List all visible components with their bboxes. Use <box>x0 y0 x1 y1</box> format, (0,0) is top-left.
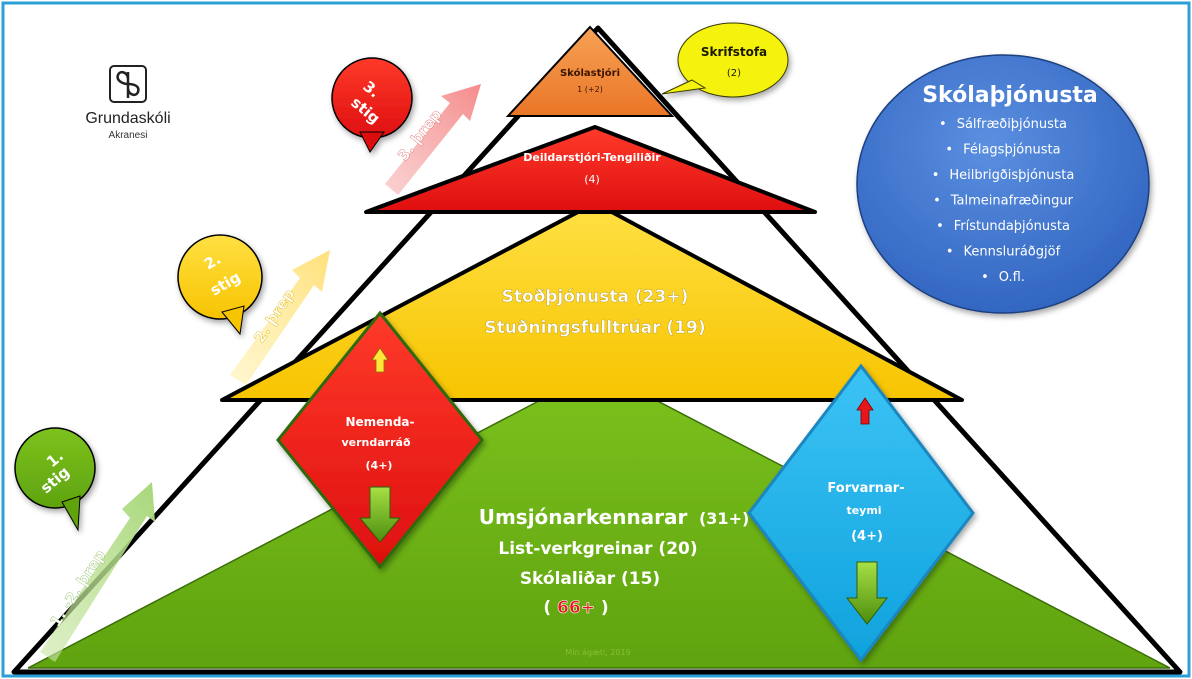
skolathjonusta-item: • Kennsluráðgjöf <box>946 245 1061 260</box>
base-total-close: ) <box>601 598 609 618</box>
logo-place: Akranesi <box>109 130 148 141</box>
base-line1: Umsjónarkennarar (31+) <box>479 505 750 529</box>
stage-2-bubble: 2. stig <box>177 234 263 336</box>
stage-1-bubble: 1. stig <box>14 427 96 532</box>
third-line1: Stoðþjónusta (23+) <box>502 287 689 307</box>
nemendaverndarrad-diamond <box>276 310 484 570</box>
base-total: ( 66+ ) <box>543 598 608 618</box>
up-arrow-icon-red <box>856 397 874 425</box>
forvarnar-line1: Forvarnar- <box>827 481 904 496</box>
base-line1-count: (31+) <box>699 509 749 528</box>
nemenda-count: (4+) <box>366 459 393 472</box>
skrifstofa-bubble <box>661 22 789 98</box>
forvarnarteymi-diamond <box>747 363 975 663</box>
skolathjonusta-item-label: Kennsluráðgjöf <box>964 245 1061 260</box>
second-count: (4) <box>584 173 600 186</box>
nemenda-line1: Nemenda- <box>345 415 414 429</box>
base-total-value: 66+ <box>557 598 595 618</box>
bullet-icon: • <box>932 168 940 183</box>
skolathjonusta-item-label: Félagsþjónusta <box>963 143 1061 158</box>
logo-name: Grundaskóli <box>85 110 170 127</box>
skolathjonusta-item-label: Talmeinafræðingur <box>950 194 1074 209</box>
tier-second-shape <box>364 125 817 214</box>
tier-top-shape <box>505 25 675 117</box>
tree-monogram-icon <box>109 65 147 103</box>
stage-3-bubble: 3. stig <box>331 57 413 153</box>
top-count: 1 (+2) <box>577 85 603 94</box>
base-line3: Skólaliðar (15) <box>520 569 660 589</box>
logo: Grundaskóli Akranesi <box>85 65 171 141</box>
skolathjonusta-item: • Talmeinafræðingur <box>933 194 1074 209</box>
bullet-icon: • <box>946 245 954 260</box>
skolathjonusta-title: Skólaþjónusta <box>922 83 1098 108</box>
skolathjonusta-item-label: Frístundaþjónusta <box>954 219 1070 234</box>
skolathjonusta-item: • Félagsþjónusta <box>945 143 1060 158</box>
base-line2: List-verkgreinar (20) <box>498 539 697 559</box>
top-title: Skólastjóri <box>560 67 620 79</box>
skrifstofa-count: (2) <box>727 68 741 79</box>
bullet-icon: • <box>981 270 989 285</box>
base-line1-main: Umsjónarkennarar <box>479 505 688 529</box>
nemenda-line2: verndarráð <box>341 436 410 449</box>
up-arrow-icon <box>371 347 389 373</box>
skrifstofa-title: Skrifstofa <box>701 45 767 59</box>
skolathjonusta-item-label: O.fl. <box>999 270 1025 285</box>
base-total-open: ( <box>543 598 551 618</box>
skolathjonusta-item: • O.fl. <box>981 270 1025 285</box>
skolathjonusta-item: • Heilbrigðisþjónusta <box>932 168 1075 183</box>
credit-text: Mín ágæti, 2019 <box>565 648 630 657</box>
forvarnar-count: (4+) <box>851 529 883 544</box>
skolathjonusta-item-label: Heilbrigðisþjónusta <box>949 168 1074 183</box>
second-title: Deildarstjóri-Tengiliðir <box>523 151 661 164</box>
bullet-icon: • <box>936 219 944 234</box>
down-arrow-icon-2 <box>845 561 889 625</box>
stage-2-num: 2. <box>201 250 224 274</box>
bullet-icon: • <box>945 143 953 158</box>
skolathjonusta-ellipse <box>856 54 1150 314</box>
skolathjonusta-item-label: Sálfræðiþjónusta <box>957 117 1067 132</box>
forvarnar-line2: teymi <box>846 504 881 517</box>
skolathjonusta-item: • Sálfræðiþjónusta <box>939 117 1067 132</box>
bullet-icon: • <box>939 117 947 132</box>
bullet-icon: • <box>933 194 941 209</box>
down-arrow-icon <box>358 486 402 543</box>
third-line2: Stuðningsfulltrúar (19) <box>484 318 705 338</box>
skolathjonusta-item: • Frístundaþjónusta <box>936 219 1070 234</box>
skolathjonusta-list: • Sálfræðiþjónusta • Félagsþjónusta • Heilbri… <box>932 117 1075 285</box>
